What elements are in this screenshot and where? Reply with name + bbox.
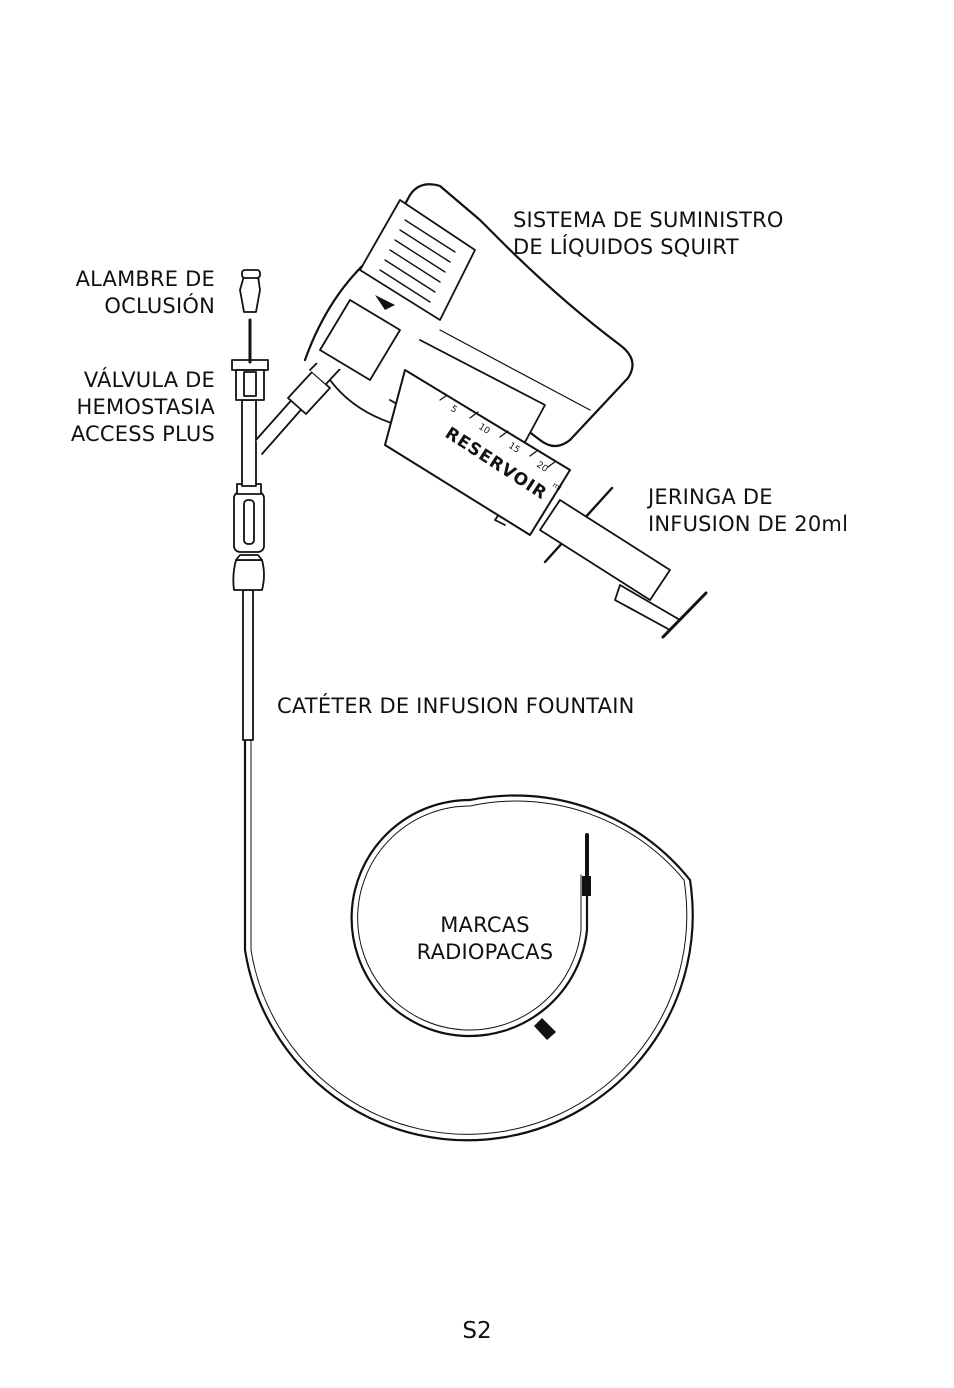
syringe-scale-unit: ml bbox=[551, 481, 563, 493]
label-valve-line2: HEMOSTASIA bbox=[76, 395, 215, 419]
label-hemostasis-valve: VÁLVULA DE HEMOSTASIA ACCESS PLUS bbox=[60, 367, 215, 448]
label-markers-line2: RADIOPACAS bbox=[416, 940, 554, 964]
label-occlusion-wire: ALAMBRE DE OCLUSIÓN bbox=[60, 266, 215, 320]
radiopaque-marker-tip bbox=[582, 876, 591, 896]
label-markers-line1: MARCAS bbox=[440, 913, 530, 937]
hemostasis-valve bbox=[231, 359, 307, 487]
label-catheter: CATÉTER DE INFUSION FOUNTAIN bbox=[277, 694, 635, 718]
syringe-20ml: RESERVOIR 5 10 15 20 ml bbox=[384, 369, 708, 639]
syringe-scale-5: 5 bbox=[448, 404, 458, 416]
label-syringe: JERINGA DE INFUSION DE 20ml bbox=[648, 484, 848, 538]
label-syringe-line2: INFUSION DE 20ml bbox=[648, 512, 849, 536]
radiopaque-marker-distal bbox=[534, 1018, 556, 1040]
label-valve-line1: VÁLVULA DE bbox=[83, 368, 215, 392]
label-squirt-system: SISTEMA DE SUMINISTRO DE LÍQUIDOS SQUIRT bbox=[513, 207, 784, 261]
occlusion-wire bbox=[239, 269, 261, 364]
label-valve-line3: ACCESS PLUS bbox=[70, 422, 215, 446]
label-wire-line2: OCLUSIÓN bbox=[104, 294, 215, 318]
label-squirt-line2: DE LÍQUIDOS SQUIRT bbox=[513, 235, 739, 259]
label-wire-line1: ALAMBRE DE bbox=[75, 267, 215, 291]
squirt-delivery-system bbox=[303, 183, 634, 526]
label-radiopaque-markers: MARCAS RADIOPACAS bbox=[400, 912, 570, 966]
catheter-hub bbox=[232, 483, 265, 741]
label-squirt-line1: SISTEMA DE SUMINISTRO bbox=[513, 208, 784, 232]
catheter-coil bbox=[243, 738, 694, 1142]
label-syringe-line1: JERINGA DE bbox=[648, 485, 773, 509]
page-number: S2 bbox=[462, 1318, 492, 1344]
catheter-tip bbox=[534, 833, 591, 1040]
